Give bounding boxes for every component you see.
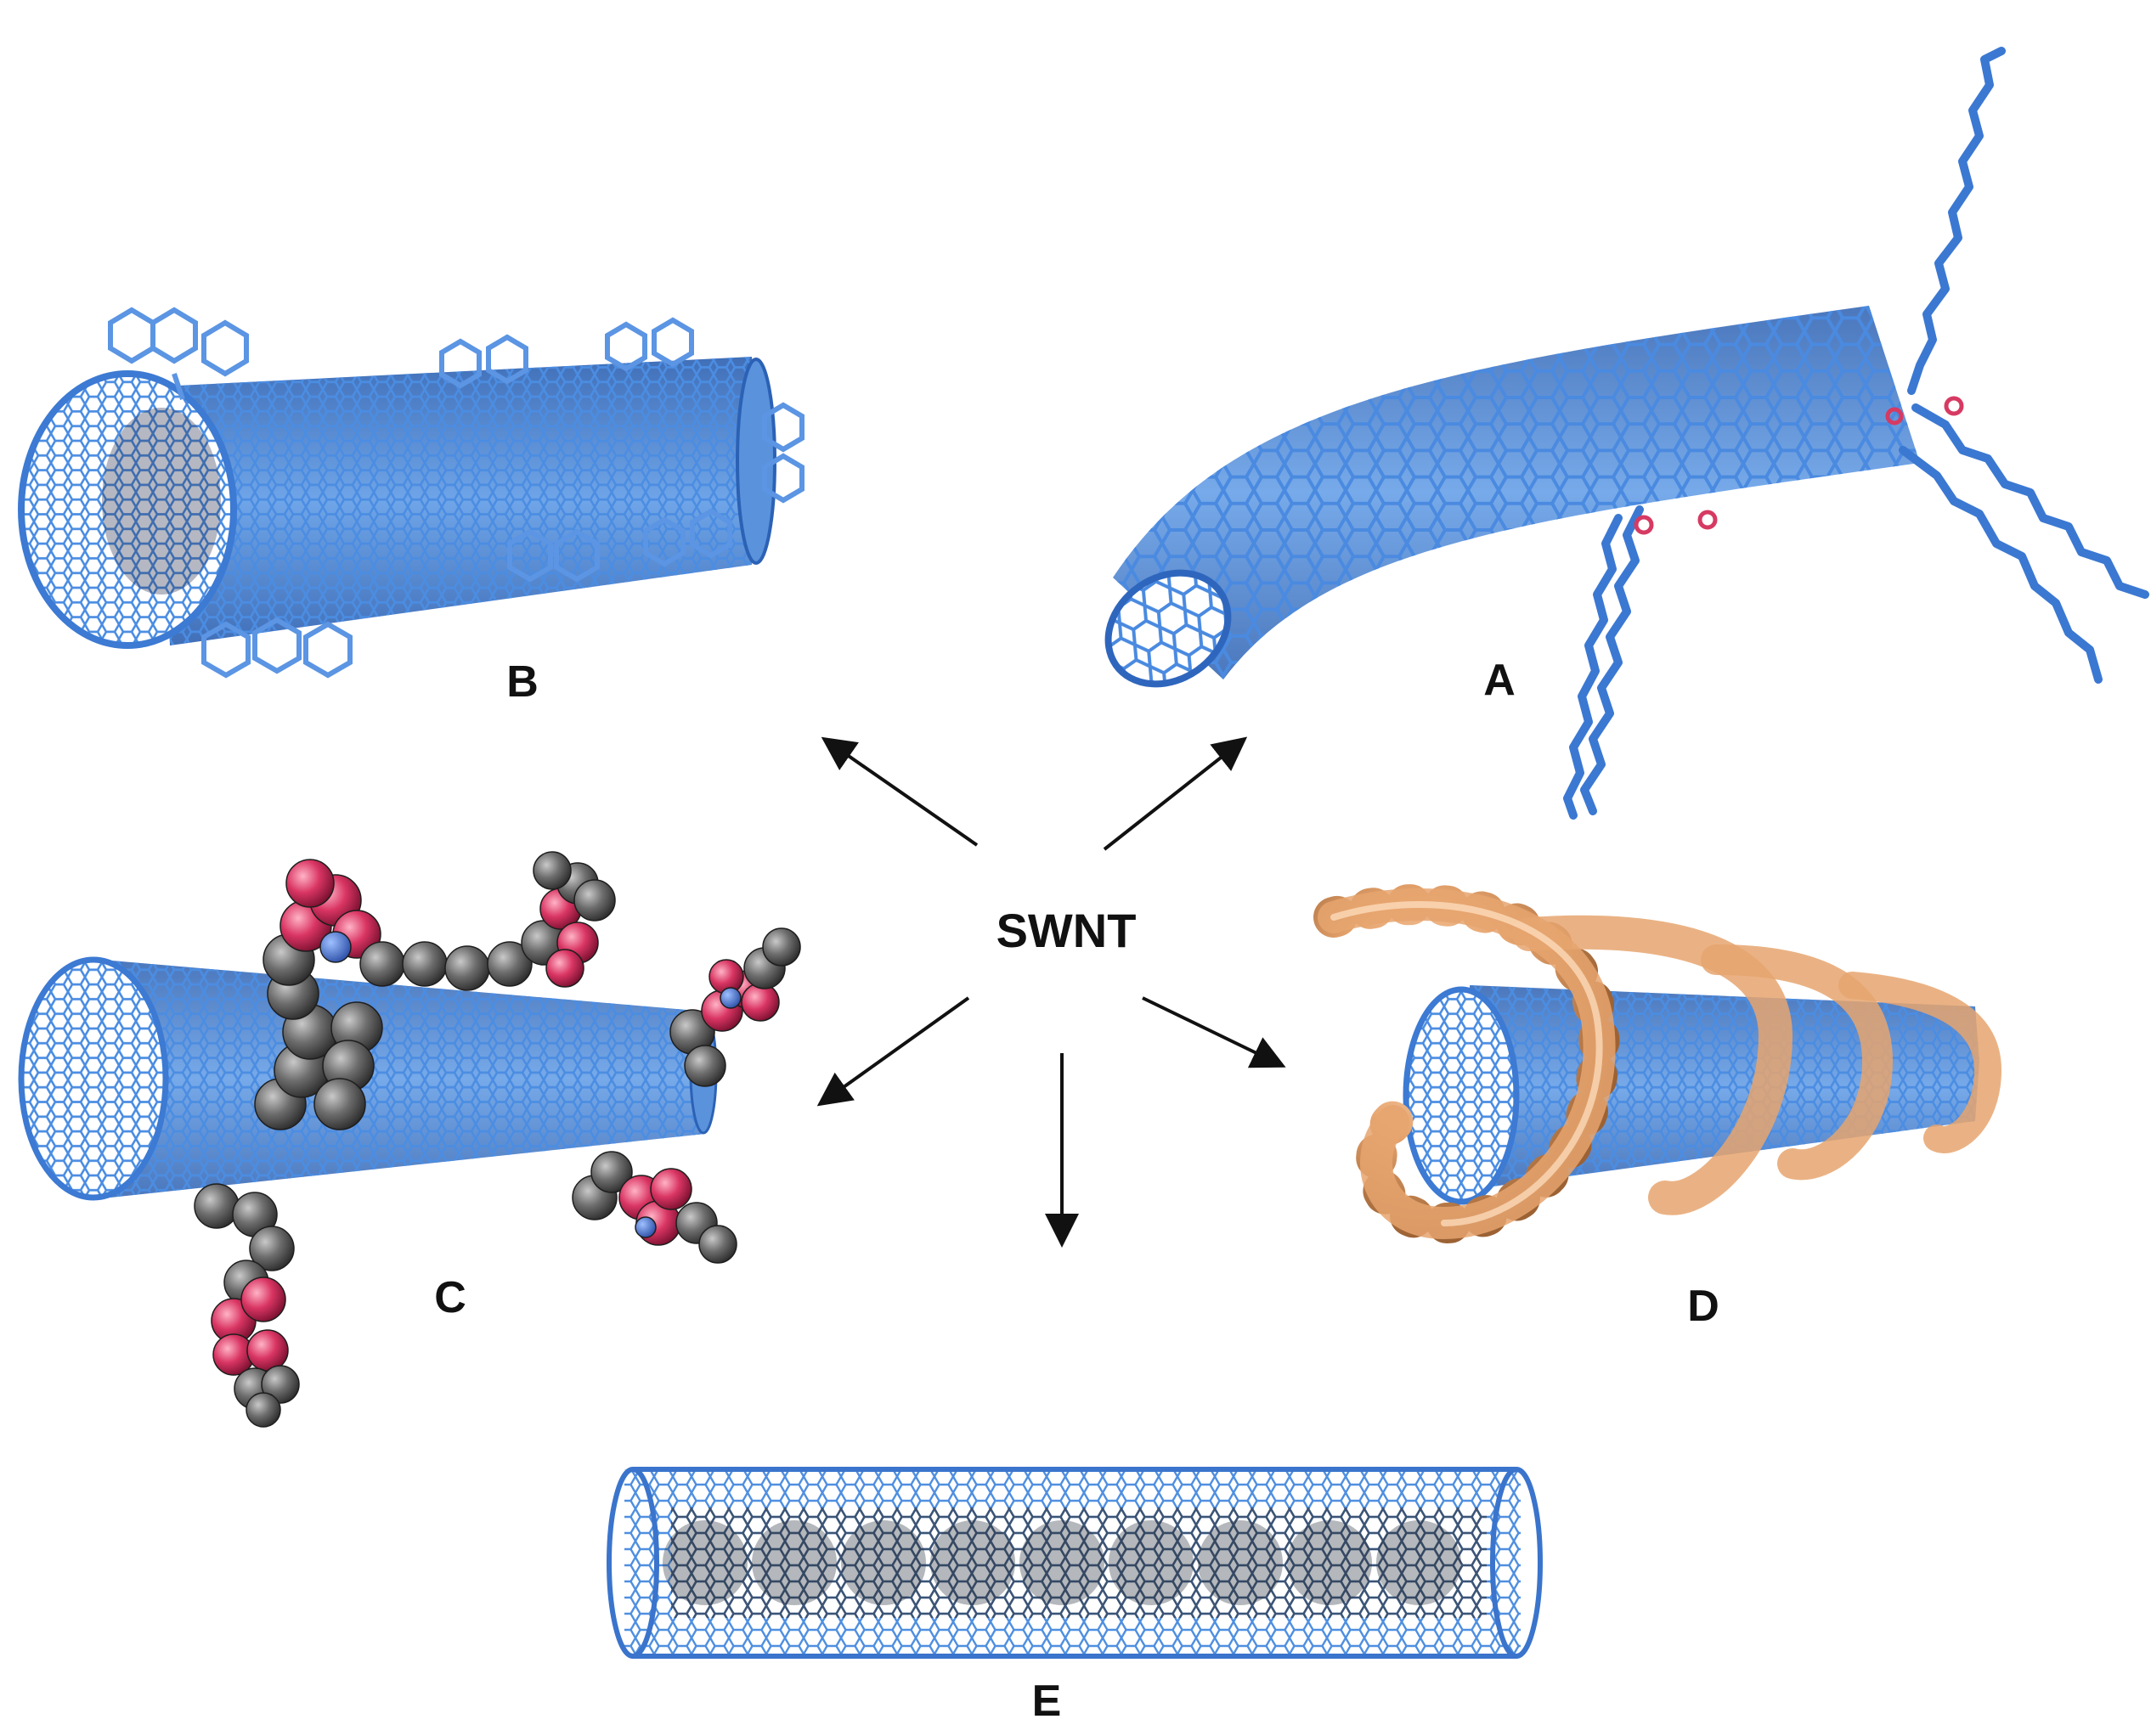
panel-label-a: A (1483, 656, 1516, 705)
panel-d-polymer-wrap (1313, 884, 2002, 1244)
panel-b-aryl-groups (108, 307, 805, 679)
panel-label-d: D (1687, 1282, 1719, 1331)
panel-a-oxygen-atoms (1634, 396, 1964, 535)
arrow-to-c (816, 996, 970, 1107)
panel-d-nanotube (1403, 985, 1979, 1205)
reaction-arrows (816, 736, 1286, 1248)
arrow-to-b (821, 736, 979, 847)
panel-b-nanotube (18, 357, 776, 649)
panel-c-nanotube (18, 956, 718, 1201)
panel-label-e: E (1032, 1677, 1062, 1726)
panel-label-c: C (434, 1273, 466, 1322)
arrow-to-a (1103, 736, 1248, 851)
panel-label-b: B (506, 657, 539, 707)
panel-a-alkyl-chains (1563, 47, 2149, 820)
swnt-center-label: SWNT (996, 904, 1137, 957)
panel-e-peapod-nanotube (607, 1467, 1543, 1659)
panel-c-molecules (194, 851, 801, 1428)
panel-e-encapsulated-fullerenes (663, 1520, 1461, 1605)
panel-a-nanotube (1104, 306, 1920, 688)
arrow-to-d (1142, 996, 1286, 1068)
